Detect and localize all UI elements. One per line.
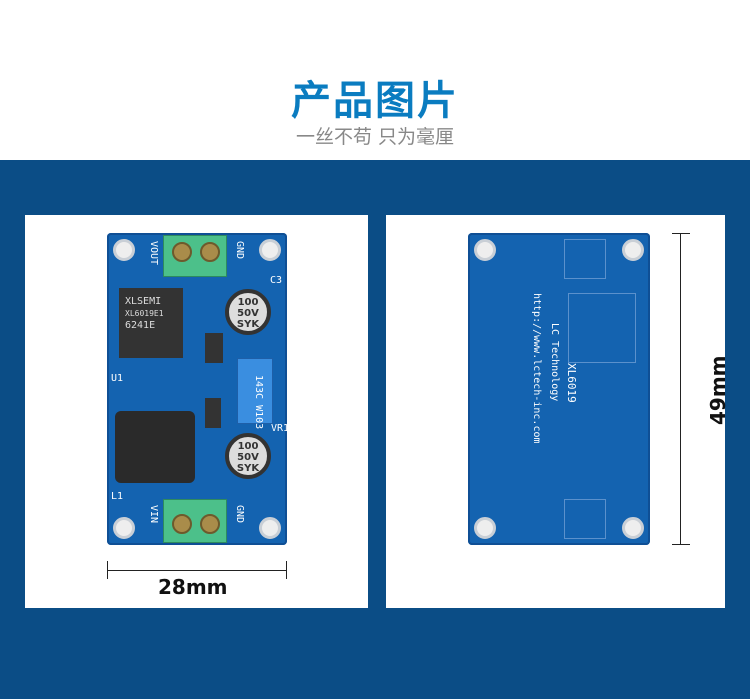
url-text: http://www.lctech-inc.com (531, 293, 542, 444)
vin-label: VIN (148, 505, 159, 524)
gnd-top-label: GND (234, 241, 245, 260)
height-dimension-line (680, 233, 681, 545)
diode-d2 (205, 398, 221, 428)
width-label: 28mm (158, 575, 228, 599)
dimension-tick (672, 233, 690, 234)
width-dimension-line (107, 570, 287, 571)
mount-hole (113, 239, 135, 261)
c3-label: C3 (270, 275, 283, 286)
pad-outline (568, 293, 636, 363)
gnd-bottom-label: GND (234, 505, 245, 524)
diode-d1 (205, 333, 223, 363)
vout-label: VOUT (148, 241, 159, 266)
vr1-label: VR1 (271, 423, 290, 434)
company-text: LC Technology (549, 323, 560, 402)
pad-outline (564, 499, 606, 539)
page-subtitle: 一丝不苟 只为毫厘 (295, 126, 455, 148)
back-panel: http://www.lctech-inc.com LC Technology … (386, 215, 730, 608)
pad-outline (564, 239, 606, 279)
model-text: XL6019 (565, 363, 578, 403)
inductor (115, 411, 195, 483)
screw (172, 514, 192, 534)
regulator-chip: XLSEMI XL6019E1 6241E (119, 288, 183, 358)
l1-label: L1 (111, 491, 124, 502)
back-board: http://www.lctech-inc.com LC Technology … (468, 233, 650, 545)
dimension-tick (286, 561, 287, 579)
mount-hole (622, 239, 644, 261)
input-terminal (163, 499, 227, 543)
mount-hole (259, 517, 281, 539)
mount-hole (474, 517, 496, 539)
chip-line: XL6019E1 (125, 309, 164, 318)
mount-hole (259, 239, 281, 261)
height-label: 49mm (706, 355, 730, 425)
mount-hole (113, 517, 135, 539)
chip-line: XLSEMI (125, 296, 162, 307)
chip-line: 6241E (125, 320, 156, 331)
potentiometer: 143C W103 (237, 358, 273, 429)
mount-hole (474, 239, 496, 261)
screw (200, 514, 220, 534)
mount-hole (622, 517, 644, 539)
dimension-tick (672, 544, 690, 545)
page-title: 产品图片 (291, 78, 459, 124)
screw (200, 242, 220, 262)
dimension-tick (107, 561, 108, 579)
screw (172, 242, 192, 262)
u1-label: U1 (111, 373, 124, 384)
output-terminal (163, 235, 227, 277)
